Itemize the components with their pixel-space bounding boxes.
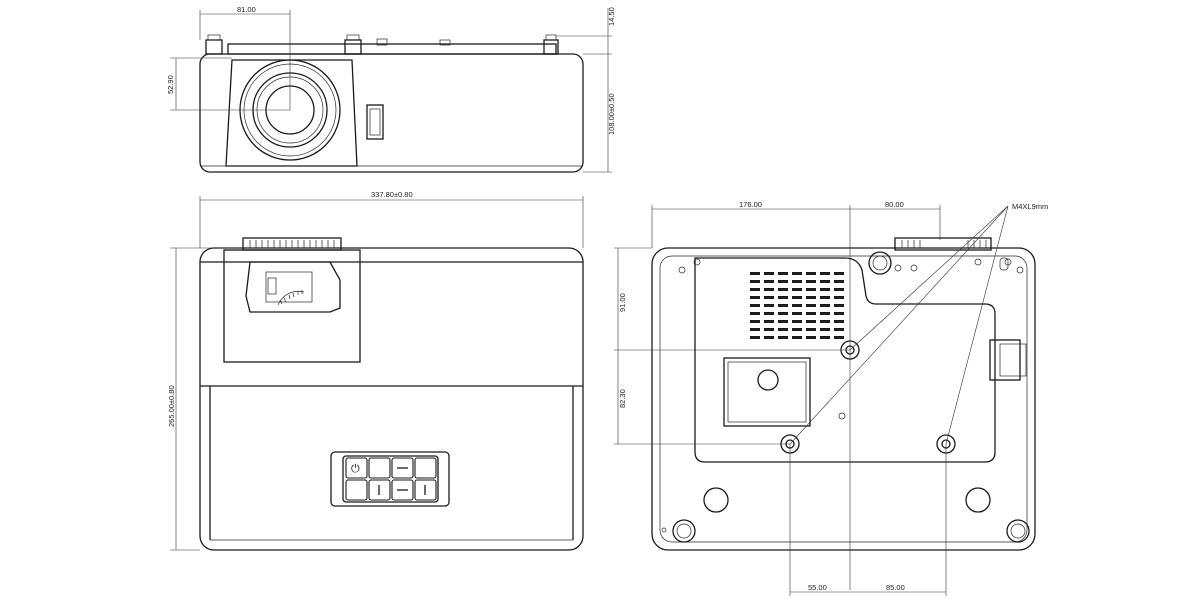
bottom-hole-small-1 [678,266,686,274]
bottom-body [651,247,1036,551]
dim-hole-a: 55.00 [808,583,827,592]
keypad-button-5[interactable] [345,479,368,501]
power-icon: ⏻ [351,463,360,475]
top-view: ⏻ 337.80±0.80 265.00±0.80 [167,190,584,551]
top-zoom-scale [277,290,305,306]
top-lens-lever [267,277,277,295]
dim-width: 337.80±0.80 [371,190,413,199]
top-lens-module [245,261,341,313]
dim-screw-label: M4XL9mm [1012,202,1048,211]
bottom-side-lock [989,339,1021,381]
dim-mount-x: 176.00 [739,200,762,209]
dim-mount-y2: 82.30 [618,389,627,408]
keypad-button-4[interactable] [414,457,437,479]
bottom-screw-small [838,412,846,420]
bottom-pad-left [703,487,729,513]
front-top-button [376,38,388,46]
front-top-button-2 [439,39,451,46]
bottom-slot [999,257,1009,271]
top-lens-recess [223,249,361,363]
bottom-label-hole [757,369,779,391]
bottom-foot-bottom-right [1006,519,1030,543]
bottom-dimensions: 176.00 80.00 M4XL9mm 91.00 82.30 55.00 8… [614,200,1048,596]
top-keypad: ⏻ [330,451,450,507]
dim-mount-x2: 80.00 [885,200,904,209]
top-body [199,247,584,551]
bottom-panel [694,257,996,463]
front-body [199,53,584,173]
top-lens-ring-ticks [249,240,335,248]
dim-lens-height: 52.90 [166,75,175,94]
bottom-foot-top-right [868,251,892,275]
dim-hole-b: 85.00 [886,583,905,592]
front-view: 81.00 52.90 14.50 108.00±0.50 [166,5,616,173]
keypad-button-2[interactable] [368,457,391,479]
dim-mount-y1: 91.00 [618,293,627,312]
bottom-foot-bottom-left [672,519,696,543]
dim-foot-height: 14.50 [607,7,616,26]
front-ir-window [366,104,384,140]
top-dimensions: 337.80±0.80 265.00±0.80 [167,190,584,551]
dim-body-height: 108.00±0.50 [607,93,616,135]
dim-lens-offset-x: 81.00 [237,5,256,14]
bottom-label-plate [723,357,811,427]
bottom-lens-ring [894,237,992,251]
front-lens-housing [225,59,358,167]
bottom-view: 176.00 80.00 M4XL9mm 91.00 82.30 55.00 8… [614,200,1048,596]
keypad-power-button[interactable] [345,457,368,479]
bottom-vent-grid [750,272,844,339]
front-dimensions: 81.00 52.90 14.50 108.00±0.50 [166,5,616,173]
bottom-pad-right [965,487,991,513]
front-top-plate [227,43,557,55]
dim-depth: 265.00±0.80 [167,385,176,427]
front-top-knob-left [205,34,223,55]
